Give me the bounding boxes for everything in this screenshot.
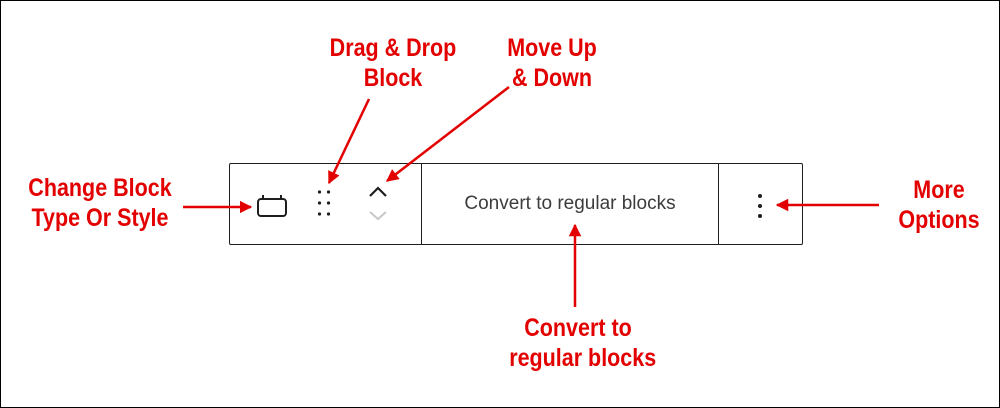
annotation-line: Block [363,64,423,92]
vertical-ellipsis-icon[interactable] [755,192,765,220]
annotation-line: Type Or Style [31,204,169,232]
convert-to-regular-blocks-button[interactable]: Convert to regular blocks [464,193,676,214]
annotation-line: Move Up [507,34,597,62]
drag-handle-icon[interactable] [316,188,332,220]
block-toolbar: Convert to regular blocks [229,163,803,245]
annotation-move: Move Up & Down [496,33,608,93]
block-type-icon[interactable] [255,192,289,220]
annotation-change-block: Change Block Type Or Style [27,173,173,233]
annotation-line: regular blocks [509,344,657,372]
annotation-line: More [913,176,965,204]
toolbar-group-block-controls [230,164,422,244]
annotation-line: Options [898,206,980,234]
annotation-more: More Options [894,175,983,235]
annotation-line: Convert to [524,314,632,342]
annotation-drag-drop: Drag & Drop Block [320,33,466,93]
arrow-move [386,86,510,182]
annotation-line: Drag & Drop [329,34,457,62]
annotation-convert: Convert to regular blocks [509,313,657,373]
annotation-line: & Down [511,64,593,92]
toolbar-group-options [719,164,802,244]
chevron-up-icon[interactable] [367,184,389,200]
annotation-line: Change Block [28,174,172,202]
chevron-down-icon[interactable] [367,208,389,224]
arrow-drag-drop [327,98,371,185]
toolbar-group-convert: Convert to regular blocks [422,164,719,244]
